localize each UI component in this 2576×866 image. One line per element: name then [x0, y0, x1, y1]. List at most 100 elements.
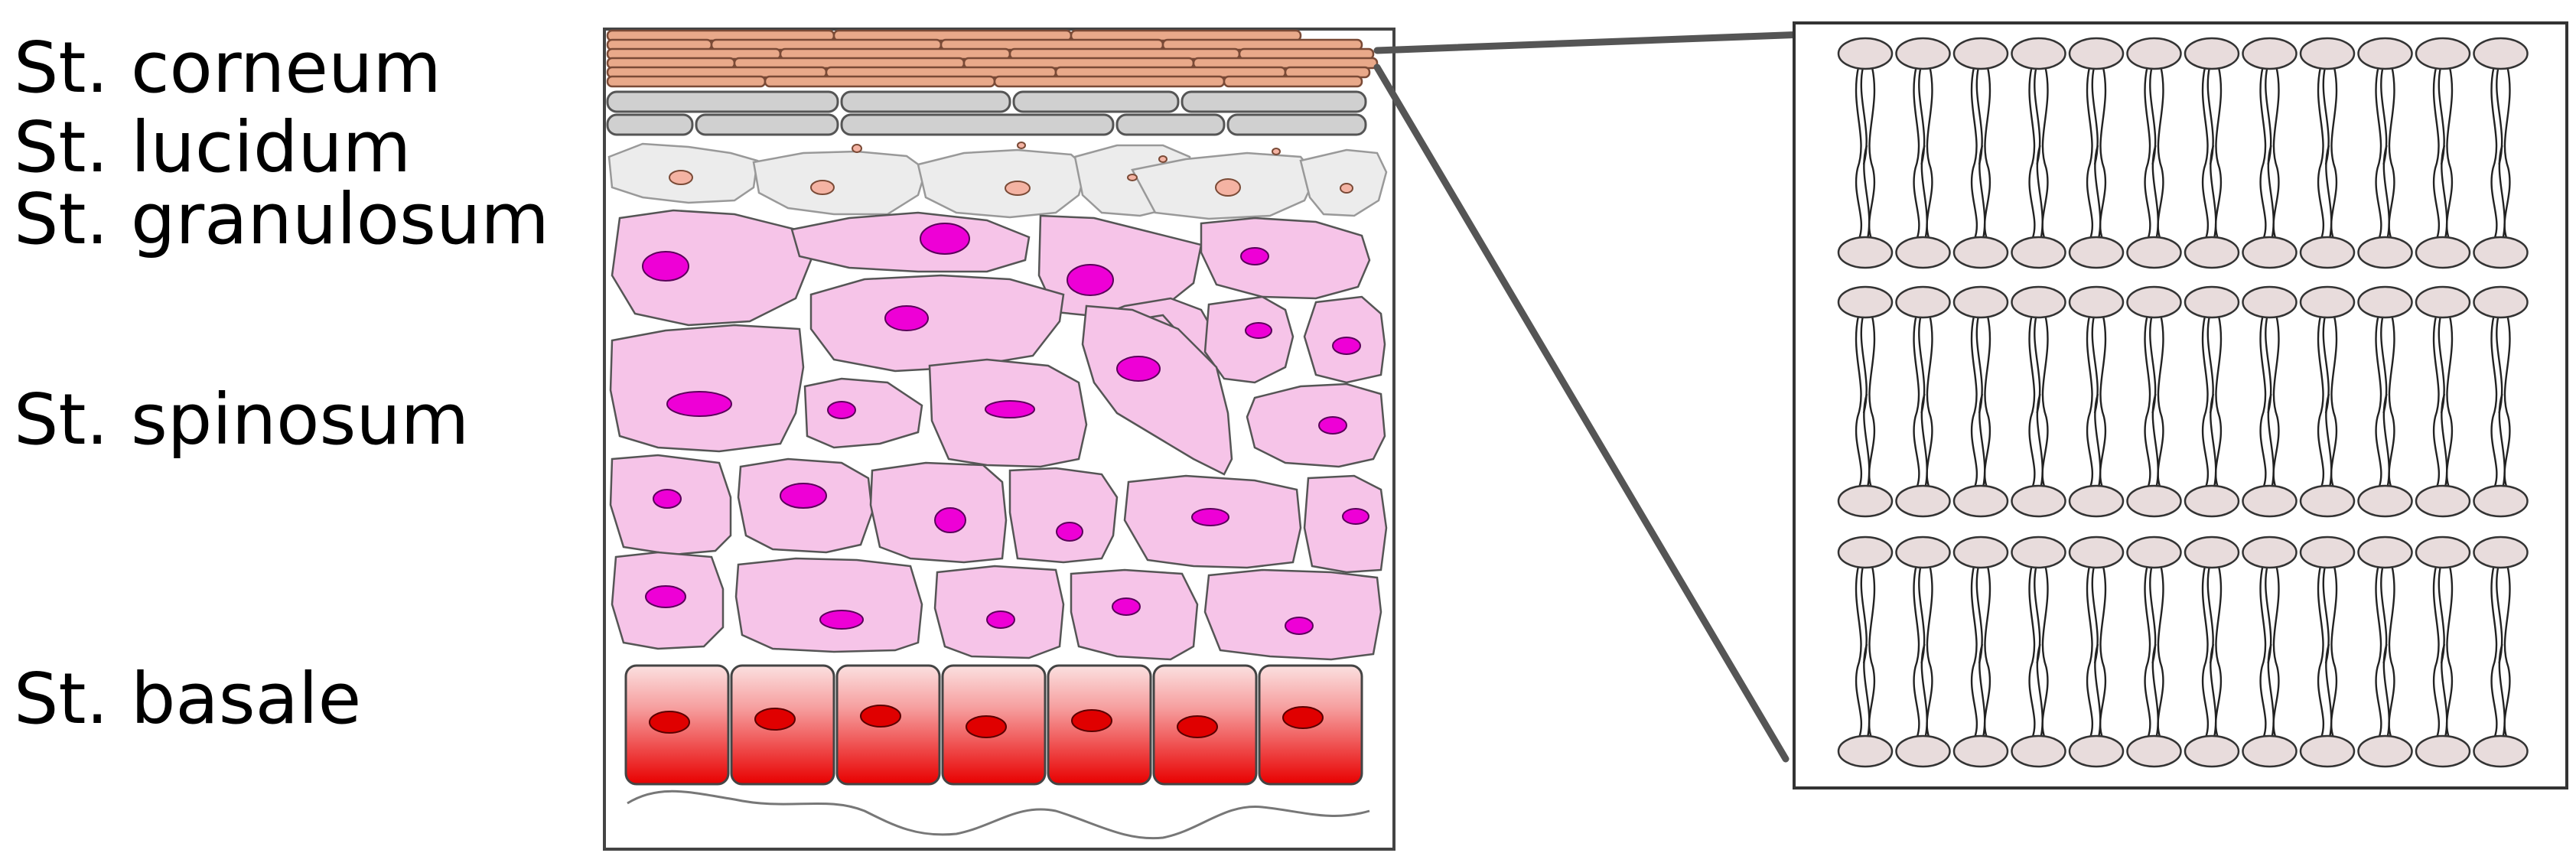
basal-nucleus — [1177, 715, 1218, 738]
lipid-head — [2011, 285, 2066, 319]
basal-nucleus — [649, 711, 690, 734]
lipid-bilayer-stack — [1837, 37, 2529, 768]
lipid-head — [1837, 734, 1894, 768]
lucidum-cell — [1115, 113, 1226, 136]
phospholipid-pair — [2473, 285, 2529, 518]
basal-nucleus — [966, 715, 1007, 738]
lipid-head — [1895, 484, 1951, 518]
lipid-head — [2473, 484, 2529, 518]
lipid-head — [2415, 236, 2471, 269]
lipid-head — [2299, 536, 2356, 569]
lipid-head — [2415, 484, 2471, 518]
phospholipid-pair — [2357, 37, 2413, 269]
phospholipid-pair — [1952, 536, 2009, 768]
lipid-head — [2299, 734, 2356, 768]
phospholipid-pair — [2126, 37, 2182, 269]
lipid-head — [2242, 734, 2298, 768]
phospholipid-pair — [2126, 536, 2182, 768]
phospholipid-pair — [2242, 285, 2298, 518]
lipid-head — [2126, 37, 2182, 70]
lipid-head — [1952, 734, 2009, 768]
corneocyte — [606, 75, 767, 88]
lipid-head — [1837, 285, 1894, 319]
phospholipid-pair — [1952, 285, 2009, 518]
lucidum-cell — [606, 113, 694, 136]
phospholipid-pair — [2242, 536, 2298, 768]
phospholipid-pair — [2415, 536, 2471, 768]
phospholipid-pair — [1837, 37, 1894, 269]
lucidum-cell — [606, 90, 839, 113]
lipid-head — [1952, 536, 2009, 569]
phospholipid-pair — [2126, 285, 2182, 518]
lucidum-cell — [840, 90, 1011, 113]
corneocyte — [764, 75, 996, 88]
stratum-lucidum — [606, 90, 1367, 136]
lipid-head — [1837, 536, 1894, 569]
phospholipid-pair — [2415, 37, 2471, 269]
lipid-head — [1895, 236, 1951, 269]
stratum-basale — [624, 664, 1363, 786]
lipid-head — [2126, 236, 2182, 269]
basal-nucleus — [860, 705, 901, 728]
lipid-head — [2068, 536, 2125, 569]
label-stratum-corneum: St. corneum — [14, 27, 441, 109]
lipid-head — [1837, 37, 1894, 70]
lipid-head — [2357, 37, 2413, 70]
lipid-head — [2242, 236, 2298, 269]
lipid-head — [2415, 37, 2471, 70]
phospholipid-pair — [2011, 37, 2066, 269]
label-stratum-basale: St. basale — [14, 658, 361, 740]
lipid-head — [2299, 236, 2356, 269]
lucidum-cell — [1012, 90, 1180, 113]
lipid-head — [1952, 285, 2009, 319]
lipid-head — [2473, 734, 2529, 768]
lipid-head — [1952, 37, 2009, 70]
basal-nucleus — [754, 708, 796, 731]
lipid-head — [2011, 536, 2066, 569]
corneocyte — [993, 75, 1226, 88]
lipid-head — [2011, 236, 2066, 269]
phospholipid-pair — [2068, 536, 2125, 768]
lipid-head — [2126, 536, 2182, 569]
phospholipid-pair — [2184, 536, 2240, 768]
label-stratum-lucidum: St. lucidum — [14, 106, 411, 188]
phospholipid-pair — [2473, 536, 2529, 768]
lipid-head — [1837, 236, 1894, 269]
lipid-head — [2473, 536, 2529, 569]
lipid-head — [1895, 37, 1951, 70]
lipid-head — [2126, 734, 2182, 768]
lipid-head — [1895, 285, 1951, 319]
phospholipid-pair — [2011, 536, 2066, 768]
lipid-head — [2011, 37, 2066, 70]
lipid-head — [2299, 484, 2356, 518]
phospholipid-pair — [2357, 536, 2413, 768]
label-stratum-spinosum: St. spinosum — [14, 379, 469, 461]
phospholipid-pair — [2068, 285, 2125, 518]
lipid-head — [1952, 484, 2009, 518]
lipid-head — [2357, 285, 2413, 319]
stratum-corneum — [606, 29, 1379, 88]
lipid-head — [2068, 37, 2125, 70]
corneocyte — [1223, 75, 1363, 88]
lipid-head — [2126, 285, 2182, 319]
phospholipid-pair — [2011, 285, 2066, 518]
lipid-head — [2242, 484, 2298, 518]
basal-nucleus — [1071, 709, 1112, 732]
lipid-head — [2473, 285, 2529, 319]
lipid-head — [2415, 734, 2471, 768]
phospholipid-pair — [2242, 37, 2298, 269]
phospholipid-pair — [2299, 536, 2356, 768]
lipid-head — [2415, 285, 2471, 319]
basement-membrane — [627, 789, 1370, 840]
lipid-head — [1837, 484, 1894, 518]
lipid-head — [2011, 484, 2066, 518]
phospholipid-pair — [1837, 536, 1894, 768]
phospholipid-pair — [1895, 536, 1951, 768]
corneocyte — [1192, 57, 1379, 70]
phospholipid-pair — [1895, 37, 1951, 269]
lipid-head — [2357, 536, 2413, 569]
lipid-head — [2184, 536, 2240, 569]
basal-nucleus — [1282, 706, 1324, 729]
lipid-head — [1895, 734, 1951, 768]
